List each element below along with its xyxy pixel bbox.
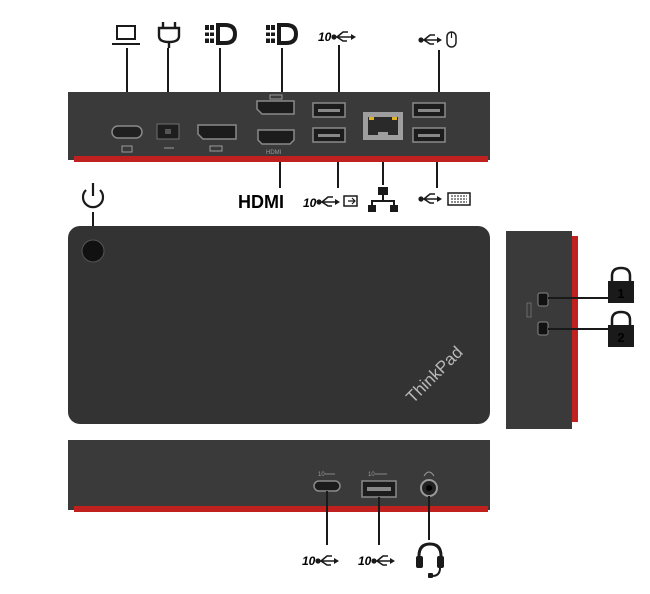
power-button-icon (81, 183, 105, 209)
usb-mouse-icon (418, 31, 457, 48)
front-usb-a-port: 10 (361, 472, 397, 498)
usb-a-port-mouse (412, 102, 446, 118)
svg-text:10: 10 (318, 30, 332, 44)
svg-text:10: 10 (303, 196, 317, 210)
laptop-icon (112, 25, 140, 45)
svg-text:2: 2 (617, 330, 624, 345)
ethernet-icon (368, 187, 398, 212)
displayport-port-2 (256, 94, 295, 115)
lock-icon: 1 (608, 266, 634, 303)
hdmi-port: HDMI (257, 129, 295, 156)
usb-a-port-bottom (312, 127, 346, 143)
svg-text:10: 10 (358, 554, 372, 568)
usb-icon: 10 (358, 554, 395, 568)
displayport-icon (264, 23, 299, 45)
hdmi-label: HDMI (238, 192, 284, 212)
usb-display-icon: 10 (303, 195, 358, 210)
usb-keyboard-icon (418, 192, 471, 206)
displayport-port-1 (197, 124, 237, 152)
svg-text:10: 10 (302, 554, 316, 568)
usb-icon: 10 (302, 554, 339, 568)
headset-icon (416, 542, 444, 578)
power-port (156, 123, 180, 149)
power-plug-icon (157, 22, 181, 48)
lock-icon: 2 (608, 310, 634, 347)
svg-text:10: 10 (318, 472, 325, 478)
ethernet-port (363, 112, 403, 140)
dock-top-panel (68, 226, 490, 424)
usb-a-port-top (312, 102, 346, 118)
usb-icon: 10 (318, 30, 356, 44)
svg-text:HDMI: HDMI (266, 150, 282, 156)
lock-slot-2 (537, 321, 549, 336)
displayport-icon (203, 23, 238, 45)
svg-text:1: 1 (617, 286, 624, 301)
svg-text:10: 10 (368, 472, 375, 478)
usb-a-port-keyboard (412, 127, 446, 143)
usb-c-port (111, 125, 143, 153)
dock-front-panel (68, 440, 490, 512)
lock-slot-1 (537, 292, 549, 307)
power-button (81, 239, 105, 263)
